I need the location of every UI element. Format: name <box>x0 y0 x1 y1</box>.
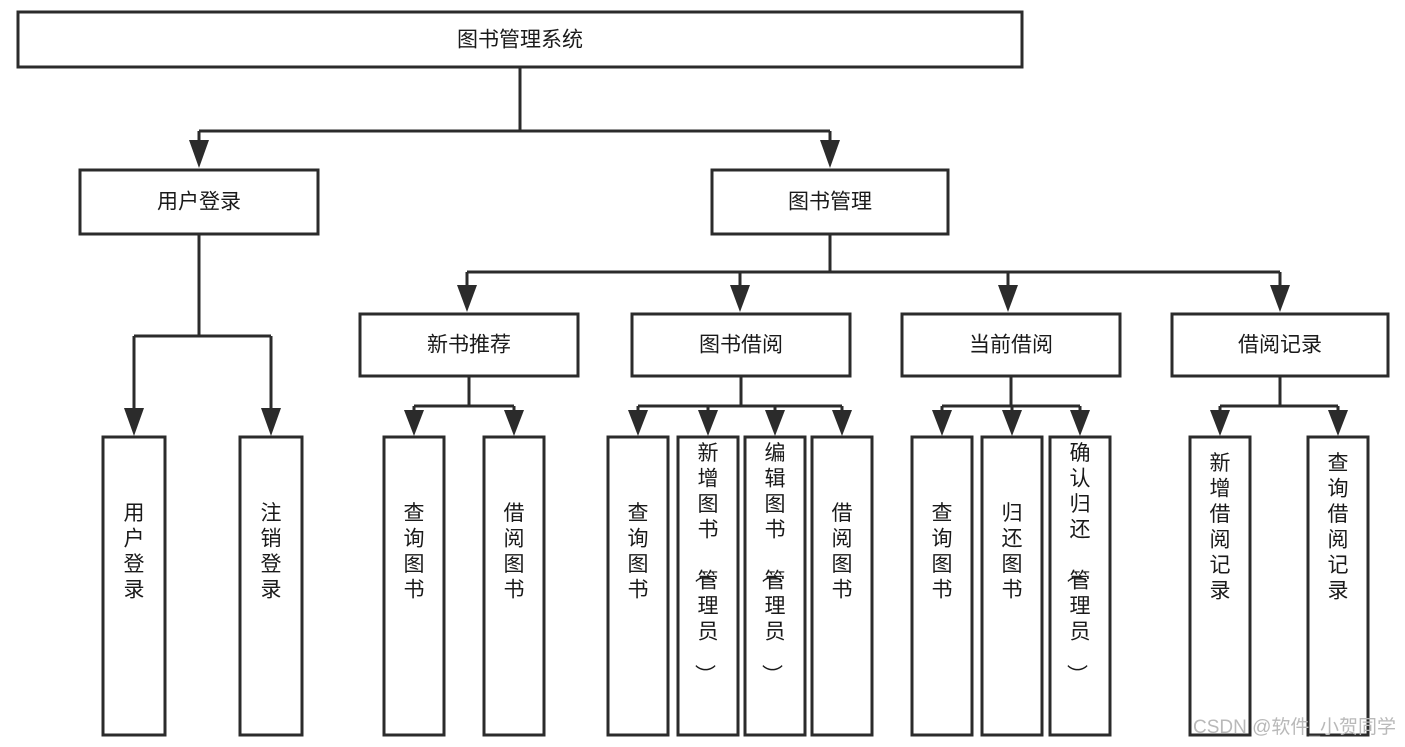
node-current-borrow-box[interactable] <box>900 312 1122 378</box>
node-leaf-query-book-3[interactable]: 查询图书 <box>910 435 974 737</box>
arrow-head-icon <box>1210 410 1230 436</box>
arrow-head-icon <box>1270 285 1290 312</box>
node-leaf-confirm-return[interactable]: 确认归还（管理员） <box>1048 435 1112 737</box>
edge-newbook-to-leaves <box>404 376 524 436</box>
arrow-head-icon <box>189 140 209 168</box>
node-book-management[interactable]: 图书管理 <box>710 168 950 236</box>
arrow-head-icon <box>765 410 785 436</box>
node-leaf-borrow-book-1-box[interactable] <box>482 435 546 737</box>
arrow-head-icon <box>998 285 1018 312</box>
node-book-borrow[interactable]: 图书借阅 <box>630 312 852 378</box>
node-user-login-box[interactable] <box>78 168 320 236</box>
node-leaf-query-book-2[interactable]: 查询图书 <box>606 435 670 737</box>
node-leaf-return-book[interactable]: 归还图书 <box>980 435 1044 737</box>
node-current-borrow[interactable]: 当前借阅 <box>900 312 1122 378</box>
arrow-head-icon <box>504 410 524 436</box>
node-leaf-query-record[interactable]: 查询借阅记录 <box>1306 435 1370 737</box>
node-borrow-records-box[interactable] <box>1170 312 1390 378</box>
node-leaf-logout-box[interactable] <box>238 435 304 737</box>
node-user-login-label: 用户登录 <box>157 191 241 214</box>
node-leaf-add-record[interactable]: 新增借阅记录 <box>1188 435 1252 737</box>
node-leaf-query-book-2-label: 查询图书 <box>628 502 649 602</box>
node-new-book-recommend-box[interactable] <box>358 312 580 378</box>
node-borrow-records-label: 借阅记录 <box>1238 334 1322 357</box>
node-leaf-logout[interactable]: 注销登录 <box>238 435 304 737</box>
node-book-management-label: 图书管理 <box>788 191 872 214</box>
node-book-borrow-label: 图书借阅 <box>699 334 783 357</box>
node-root[interactable]: 图书管理系统 <box>16 10 1024 69</box>
node-root-box[interactable] <box>16 10 1024 69</box>
node-leaf-add-book-label: 新增图书（管理员） <box>693 442 719 685</box>
node-leaf-confirm-return-label: 确认归还（管理员） <box>1065 442 1091 685</box>
node-leaf-user-login[interactable]: 用户登录 <box>101 435 167 737</box>
node-user-login[interactable]: 用户登录 <box>78 168 320 236</box>
arrow-head-icon <box>1328 410 1348 436</box>
node-leaf-query-book-1-label: 查询图书 <box>404 502 425 602</box>
node-leaf-query-book-1[interactable]: 查询图书 <box>382 435 446 737</box>
node-leaf-query-book-2-box[interactable] <box>606 435 670 737</box>
edge-root-to-level1 <box>189 67 840 168</box>
node-leaf-borrow-book-1-label: 借阅图书 <box>504 502 525 602</box>
node-leaf-edit-book-box[interactable] <box>743 435 807 737</box>
arrow-head-icon <box>124 408 144 436</box>
node-new-book-recommend-label: 新书推荐 <box>427 334 511 357</box>
edge-borrowrecords-to-leaves <box>1210 376 1348 436</box>
node-leaf-edit-book[interactable]: 编辑图书（管理员） <box>743 435 807 737</box>
arrow-head-icon <box>1070 410 1090 436</box>
arrow-head-icon <box>832 410 852 436</box>
node-leaf-query-record-label: 查询借阅记录 <box>1328 452 1349 603</box>
edge-currentborrow-to-leaves <box>932 376 1090 436</box>
arrow-head-icon <box>457 285 477 312</box>
csdn-watermark: CSDN @软件_小贺同学 <box>1193 716 1396 738</box>
arrow-head-icon <box>932 410 952 436</box>
node-book-borrow-box[interactable] <box>630 312 852 378</box>
node-leaf-borrow-book-2-label: 借阅图书 <box>832 502 853 602</box>
node-leaf-user-login-box[interactable] <box>101 435 167 737</box>
node-leaf-edit-book-label: 编辑图书（管理员） <box>760 442 786 685</box>
node-leaf-logout-label: 注销登录 <box>261 502 282 602</box>
node-leaf-query-book-3-box[interactable] <box>910 435 974 737</box>
node-root-label: 图书管理系统 <box>457 29 583 52</box>
node-new-book-recommend[interactable]: 新书推荐 <box>358 312 580 378</box>
node-leaf-query-book-1-box[interactable] <box>382 435 446 737</box>
node-leaf-add-record-label: 新增借阅记录 <box>1210 452 1231 603</box>
node-leaf-borrow-book-2[interactable]: 借阅图书 <box>810 435 874 737</box>
node-leaf-query-record-box[interactable] <box>1306 435 1370 737</box>
arrow-head-icon <box>628 410 648 436</box>
node-leaf-add-book[interactable]: 新增图书（管理员） <box>676 435 740 737</box>
arrow-head-icon <box>730 285 750 312</box>
arrow-head-icon <box>698 410 718 436</box>
connectors-layer <box>124 67 1348 436</box>
arrow-head-icon <box>820 140 840 168</box>
node-leaf-user-login-label: 用户登录 <box>124 502 145 602</box>
node-leaf-query-book-3-label: 查询图书 <box>932 502 953 602</box>
node-leaf-borrow-book-2-box[interactable] <box>810 435 874 737</box>
node-leaf-confirm-return-box[interactable] <box>1048 435 1112 737</box>
edge-bookborrow-to-leaves <box>628 376 852 436</box>
node-leaf-borrow-book-1[interactable]: 借阅图书 <box>482 435 546 737</box>
node-current-borrow-label: 当前借阅 <box>969 334 1053 357</box>
node-leaf-add-book-box[interactable] <box>676 435 740 737</box>
node-leaf-add-record-box[interactable] <box>1188 435 1252 737</box>
node-borrow-records[interactable]: 借阅记录 <box>1170 312 1390 378</box>
edge-bookmgmt-to-level2 <box>457 234 1290 312</box>
arrow-head-icon <box>1002 410 1022 436</box>
arrow-head-icon <box>261 408 281 436</box>
edge-userlogin-to-leaves <box>124 234 281 436</box>
node-leaf-return-book-label: 归还图书 <box>1002 502 1023 602</box>
node-leaf-return-book-box[interactable] <box>980 435 1044 737</box>
node-book-management-box[interactable] <box>710 168 950 236</box>
arrow-head-icon <box>404 410 424 436</box>
